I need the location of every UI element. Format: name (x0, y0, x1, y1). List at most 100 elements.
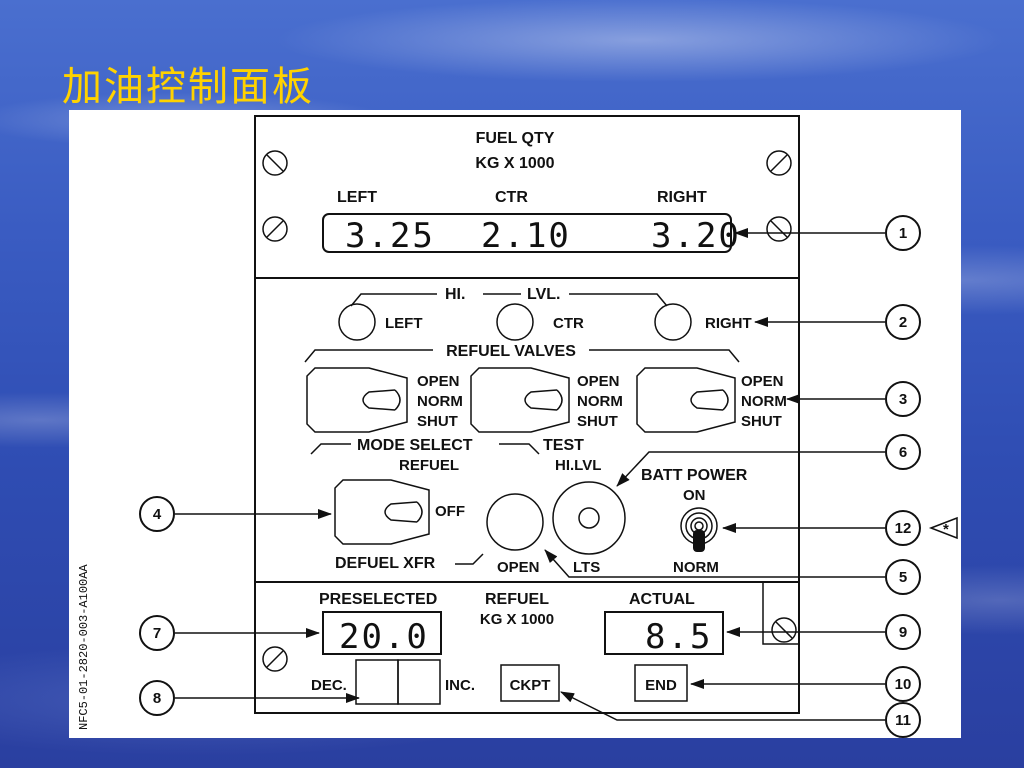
dec-button[interactable] (355, 659, 399, 705)
fuel-qty-ctr-label: CTR (495, 189, 528, 206)
valve-left-shut: SHUT (417, 413, 458, 430)
test-hi-lvl-label: HI.LVL (555, 457, 601, 474)
svg-text:*: * (943, 521, 949, 538)
mode-refuel-label: REFUEL (399, 457, 459, 474)
end-button[interactable] (634, 664, 688, 702)
callout-1: 1 (885, 215, 921, 251)
slide-title: 加油控制面板 (62, 64, 314, 110)
screw-mid-right (766, 216, 792, 242)
hi-lvl-left-light[interactable] (338, 303, 376, 341)
defuel-bracket (455, 553, 484, 565)
callout-8: 8 (139, 680, 175, 716)
hi-lvl-bracket-left (350, 293, 437, 307)
fuel-qty-right-label: RIGHT (657, 189, 707, 206)
dec-label: DEC. (311, 677, 347, 694)
valve-right-shut: SHUT (741, 413, 782, 430)
svg-text:4: 4 (153, 506, 162, 523)
hi-lvl-right-light[interactable] (654, 303, 692, 341)
ckpt-button[interactable] (500, 664, 560, 702)
fuel-qty-title: FUEL QTY (476, 130, 555, 147)
svg-text:8: 8 (153, 690, 161, 707)
refuel-valve-switch-ctr[interactable] (470, 367, 570, 433)
hi-lvl-bracket-right (569, 293, 668, 307)
preselected-display (322, 611, 442, 655)
actual-label: ACTUAL (629, 591, 695, 608)
callout-9: 9 (885, 614, 921, 650)
screw-top-right (766, 150, 792, 176)
callout-4: 4 (139, 496, 175, 532)
refuel-valve-switch-right[interactable] (636, 367, 736, 433)
svg-text:12: 12 (895, 520, 912, 537)
mode-select-bracket-left (310, 443, 351, 455)
svg-text:5: 5 (899, 569, 907, 586)
svg-text:6: 6 (899, 444, 907, 461)
callout-5-leader (544, 549, 885, 578)
batt-power-on-label: ON (683, 487, 706, 504)
callout-6-leader (616, 451, 885, 487)
preselected-value: 20.0 (339, 617, 429, 657)
end-label: END (645, 677, 677, 694)
refuel-panel-figure: NFC5-01-2820-003-A100AA FUEL QTY KG X 10… (69, 110, 961, 738)
open-button-label: OPEN (497, 559, 540, 576)
refuel-valves-title-text: REFUEL VALVES (446, 343, 576, 360)
valve-left-open: OPEN (417, 373, 460, 390)
svg-text:10: 10 (895, 676, 912, 693)
fuel-qty-ctr-value: 2.10 (481, 216, 571, 256)
test-hi-lvl-lts-button[interactable] (552, 481, 626, 555)
hi-label: HI. (445, 286, 465, 303)
screw-bottom-right (762, 581, 800, 645)
batt-power-title: BATT POWER (641, 467, 748, 484)
callout-2: 2 (885, 304, 921, 340)
callout-10: 10 (885, 666, 921, 702)
mode-select-bracket-right (499, 443, 540, 455)
refuel-units-line2: KG X 1000 (480, 611, 554, 628)
callout-7: 7 (139, 615, 175, 651)
open-button[interactable] (486, 493, 544, 551)
actual-display (604, 611, 724, 655)
batt-power-toggle[interactable] (680, 507, 718, 552)
fuel-qty-left-value: 3.25 (345, 216, 435, 256)
refuel-valves-bracket-left (304, 349, 433, 363)
mode-defuel-xfr-label: DEFUEL XFR (335, 555, 436, 572)
valve-left-norm: NORM (417, 393, 463, 410)
inc-button[interactable] (397, 659, 441, 705)
callout-12: 12 (885, 510, 921, 546)
test-lts-label: LTS (573, 559, 600, 576)
panel-outline (254, 115, 800, 714)
hi-lvl-right-label: RIGHT (705, 315, 752, 332)
refuel-valve-switch-left[interactable] (306, 367, 408, 433)
callout-5: 5 (885, 559, 921, 595)
actual-value: 8.5 (645, 617, 712, 657)
fuel-qty-display (322, 213, 732, 253)
valve-right-open: OPEN (741, 373, 784, 390)
preselected-label: PRESELECTED (319, 591, 437, 608)
lvl-label: LVL. (527, 286, 560, 303)
valve-ctr-shut: SHUT (577, 413, 618, 430)
mode-select-title: MODE SELECT (357, 437, 473, 454)
figure-code: NFC5-01-2820-003-A100AA (77, 564, 91, 730)
refuel-units-line1: REFUEL (485, 591, 549, 608)
callout-11-leader (560, 691, 885, 721)
fuel-qty-units: KG X 1000 (475, 155, 554, 172)
svg-text:1: 1 (899, 225, 907, 242)
asterisk-pointer: * (928, 516, 958, 540)
hi-lvl-ctr-label: CTR (553, 315, 584, 332)
inc-label: INC. (445, 677, 475, 694)
hi-lvl-ctr-light[interactable] (496, 303, 534, 341)
fuel-qty-left-label: LEFT (337, 189, 377, 206)
fuel-qty-right-value: 3.20 (651, 216, 741, 256)
callout-3: 3 (885, 381, 921, 417)
refuel-panel-diagram: NFC5-01-2820-003-A100AA FUEL QTY KG X 10… (77, 115, 958, 738)
valve-ctr-norm: NORM (577, 393, 623, 410)
svg-text:2: 2 (899, 314, 907, 331)
valve-right-norm: NORM (741, 393, 787, 410)
svg-text:3: 3 (899, 391, 907, 408)
batt-power-norm-label: NORM (673, 559, 719, 576)
ckpt-label: CKPT (510, 677, 551, 694)
svg-text:7: 7 (153, 625, 161, 642)
valve-ctr-open: OPEN (577, 373, 620, 390)
screw-bottom-left (262, 646, 288, 672)
mode-select-switch[interactable] (334, 479, 430, 545)
callout-6: 6 (885, 434, 921, 470)
refuel-valves-bracket-right (589, 349, 740, 363)
